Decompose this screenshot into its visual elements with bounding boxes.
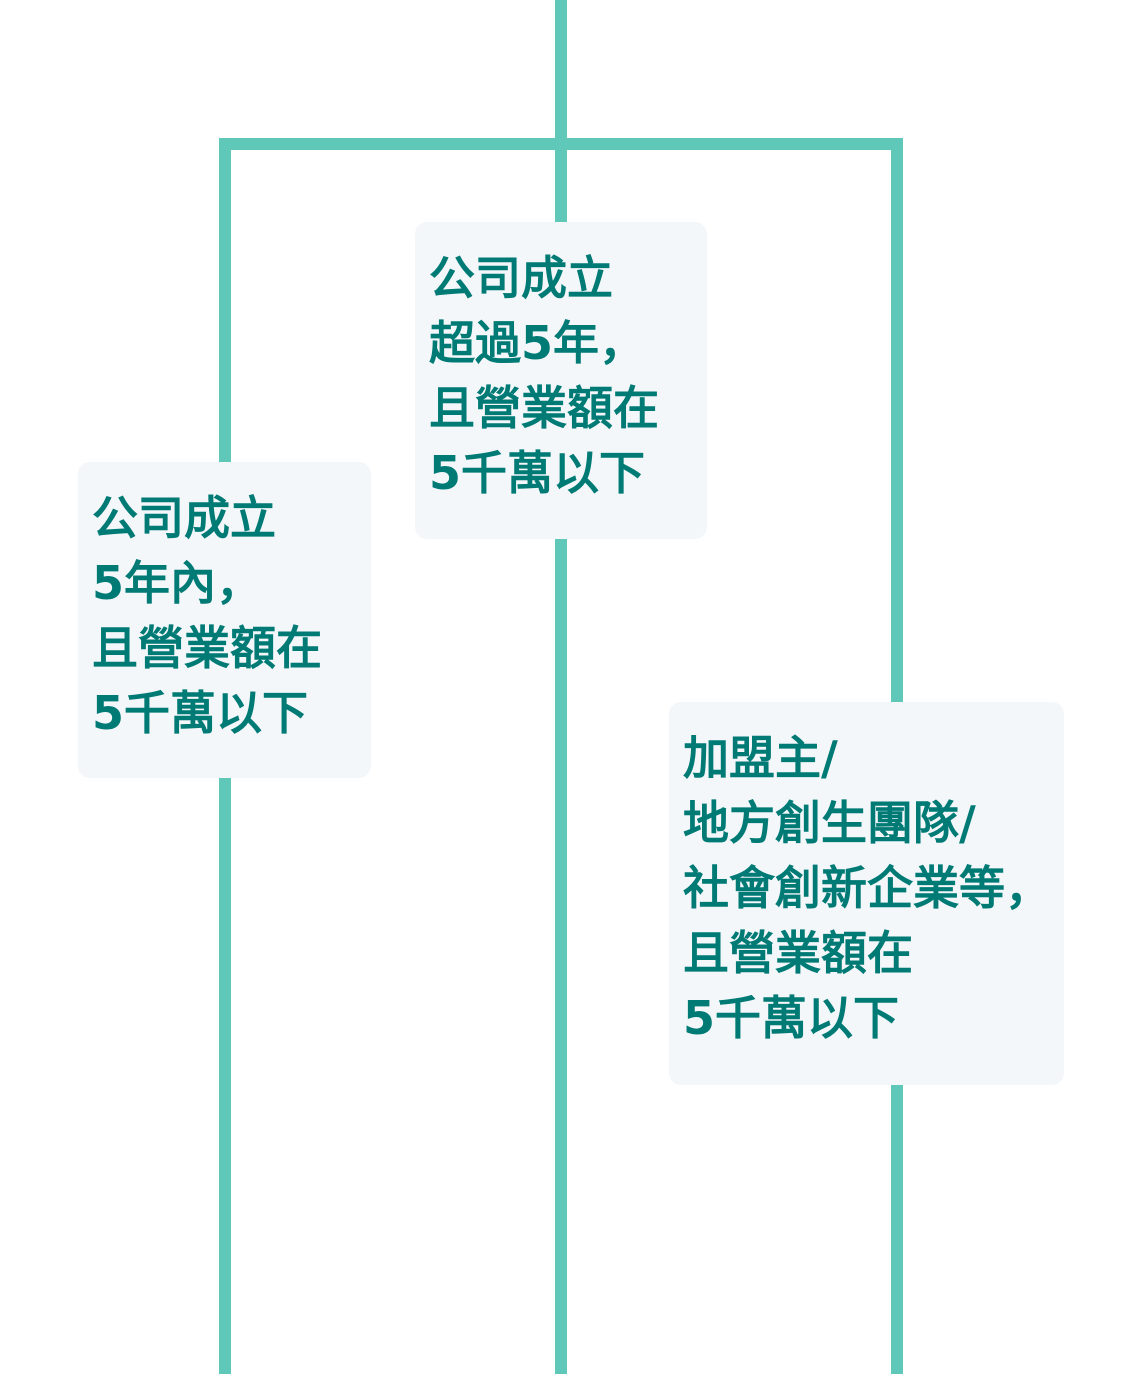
node-text-line: 5千萬以下 [683, 991, 900, 1045]
left-branch-line-top [219, 138, 231, 462]
node-text-line: 公司成立 [92, 491, 276, 545]
node-text-line: 5千萬以下 [92, 686, 309, 740]
node-right: 加盟主/ 地方創生團隊/ 社會創新企業等， 且營業額在 5千萬以下 [669, 702, 1064, 1085]
left-branch-line-bottom [219, 778, 231, 1374]
middle-branch-line-bottom [555, 539, 567, 1374]
right-branch-line-top [891, 138, 903, 702]
branch-horizontal-line [219, 138, 903, 150]
node-text-line: 社會創新企業等， [683, 861, 1051, 915]
node-text-line: 且營業額在 [92, 621, 322, 675]
node-text-line: 超過5年， [429, 316, 646, 370]
node-text-line: 加盟主/ [683, 731, 838, 785]
node-text-line: 5年內， [92, 556, 263, 610]
node-text-line: 且營業額在 [683, 926, 913, 980]
node-middle: 公司成立 超過5年， 且營業額在 5千萬以下 [415, 222, 707, 539]
node-text-line: 5千萬以下 [429, 446, 646, 500]
trunk-line-top [555, 0, 567, 222]
node-text-line: 且營業額在 [429, 381, 659, 435]
node-text-line: 公司成立 [429, 251, 613, 305]
right-branch-line-bottom [891, 1085, 903, 1374]
node-left: 公司成立 5年內， 且營業額在 5千萬以下 [78, 462, 371, 778]
node-text-line: 地方創生團隊/ [683, 796, 976, 850]
